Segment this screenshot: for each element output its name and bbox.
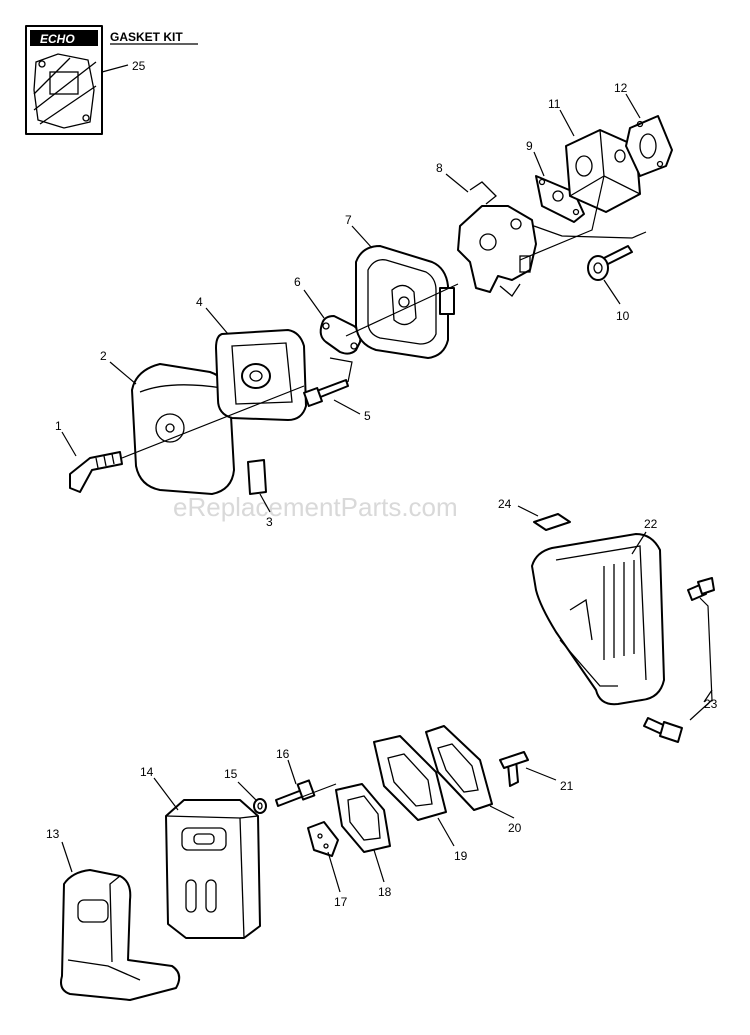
callout-1: 1 xyxy=(55,419,62,433)
part-19-plate[interactable] xyxy=(373,735,447,821)
callout-3: 3 xyxy=(266,515,273,529)
callout-15: 15 xyxy=(224,767,238,781)
callout-8: 8 xyxy=(436,161,443,175)
callout-25: 25 xyxy=(132,59,146,73)
part-22-muffler-cover[interactable] xyxy=(531,533,665,706)
assembly-guide-lines xyxy=(121,175,713,807)
callout-4: 4 xyxy=(196,295,203,309)
part-24-gasket[interactable] xyxy=(533,513,571,531)
part-2-air-cleaner-cover[interactable] xyxy=(131,363,235,495)
callout-24: 24 xyxy=(498,497,512,511)
part-23-screws[interactable] xyxy=(643,577,715,743)
part-15-washer[interactable] xyxy=(253,798,267,814)
callout-leaders xyxy=(61,64,713,893)
callout-20: 20 xyxy=(508,821,522,835)
part-9-gasket[interactable] xyxy=(535,175,585,223)
callout-numbers: 1 2 3 4 5 6 7 8 9 10 11 12 13 14 15 16 1… xyxy=(46,59,718,909)
callout-18: 18 xyxy=(378,885,392,899)
part-1-wing-nut[interactable] xyxy=(69,451,123,493)
gasket-kit-box[interactable]: ECHO xyxy=(25,25,103,135)
part-14-muffler[interactable] xyxy=(165,799,261,939)
callout-14: 14 xyxy=(140,765,154,779)
part-7-air-cleaner-case[interactable] xyxy=(355,245,455,359)
callout-12: 12 xyxy=(614,81,628,95)
part-4-air-filter[interactable] xyxy=(215,329,307,421)
gasket-kit-label: GASKET KIT xyxy=(110,30,183,44)
callout-19: 19 xyxy=(454,849,468,863)
echo-logo-text: ECHO xyxy=(40,32,75,46)
part-6-plate[interactable] xyxy=(319,315,362,355)
callout-17: 17 xyxy=(334,895,348,909)
part-10-bolt[interactable] xyxy=(587,245,633,281)
part-12-gasket[interactable] xyxy=(625,115,673,177)
callout-2: 2 xyxy=(100,349,107,363)
callout-5: 5 xyxy=(364,409,371,423)
part-11-insulator[interactable] xyxy=(565,129,641,213)
callout-11: 11 xyxy=(548,97,561,111)
part-18-gasket[interactable] xyxy=(335,783,391,853)
callout-9: 9 xyxy=(526,139,533,153)
part-20-gasket[interactable] xyxy=(425,725,493,811)
callout-7: 7 xyxy=(345,213,352,227)
callout-22: 22 xyxy=(644,517,658,531)
callout-16: 16 xyxy=(276,747,290,761)
callout-6: 6 xyxy=(294,275,301,289)
part-21-bolt[interactable] xyxy=(499,751,529,787)
callout-10: 10 xyxy=(616,309,630,323)
callout-21: 21 xyxy=(560,779,574,793)
callout-13: 13 xyxy=(46,827,60,841)
callout-23: 23 xyxy=(704,697,718,711)
part-3-label[interactable] xyxy=(247,459,267,495)
part-17-plate[interactable] xyxy=(307,821,339,857)
watermark: eReplacementParts.com xyxy=(173,492,458,522)
part-16-bolt[interactable] xyxy=(275,779,316,807)
part-13-heat-shield[interactable] xyxy=(60,869,181,1001)
part-8-carburetor[interactable] xyxy=(457,181,537,297)
part-5-bolt[interactable] xyxy=(303,379,349,407)
echo-logo xyxy=(30,30,98,46)
